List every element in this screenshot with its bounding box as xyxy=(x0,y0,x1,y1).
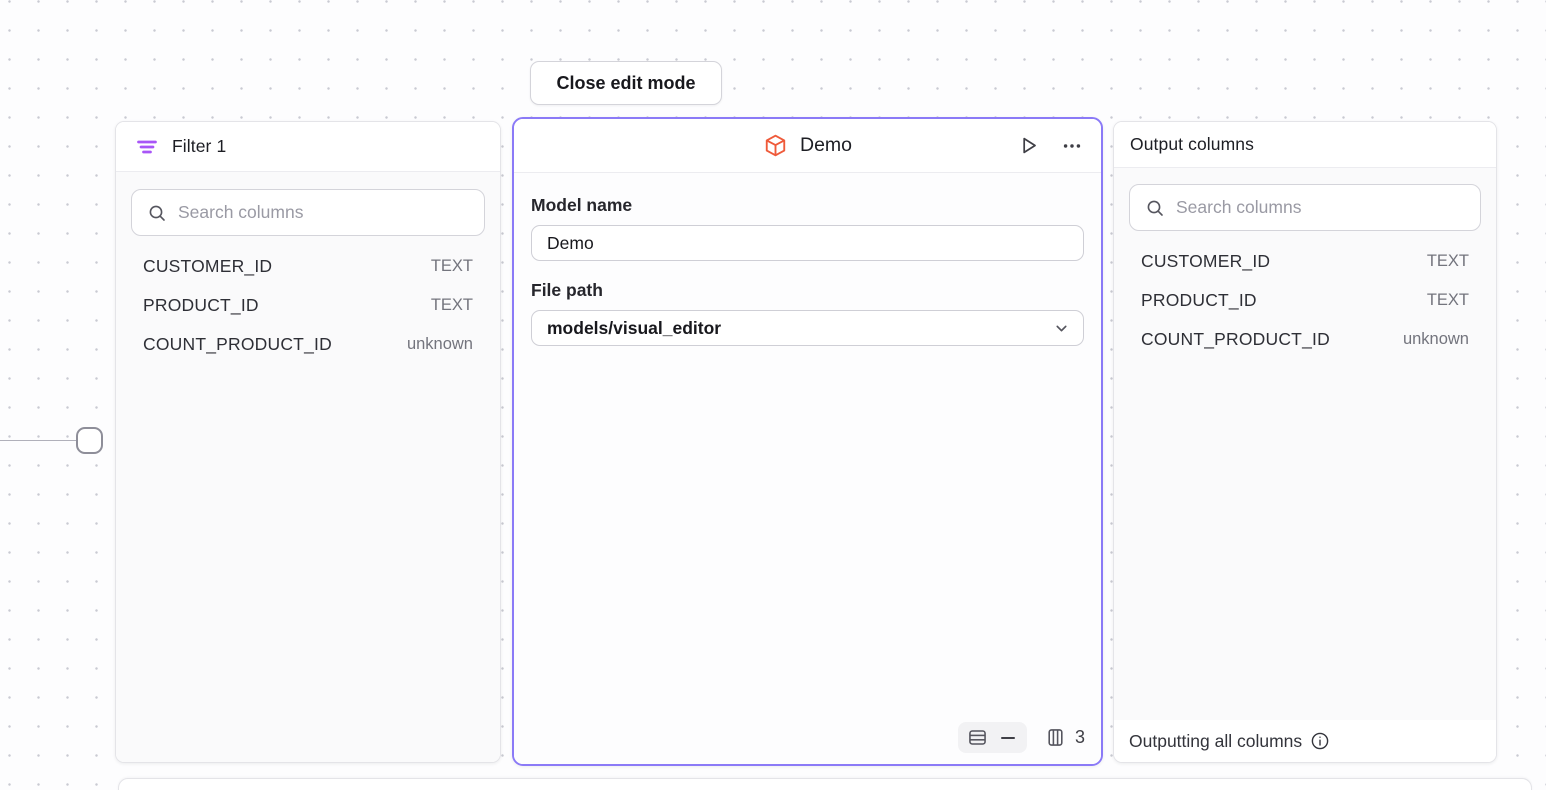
column-count-stat[interactable]: 3 xyxy=(1045,727,1085,748)
output-panel-header: Output columns xyxy=(1114,122,1496,168)
column-type: TEXT xyxy=(1426,291,1469,309)
column-type: unknown xyxy=(406,335,473,353)
column-count-value: 3 xyxy=(1074,727,1085,747)
output-column-list: CUSTOMER_ID TEXT PRODUCT_ID TEXT COUNT_P… xyxy=(1129,242,1481,359)
column-name: PRODUCT_ID xyxy=(143,295,259,315)
filter-panel-title: Filter 1 xyxy=(172,136,227,156)
close-edit-mode-button[interactable]: Close edit mode xyxy=(530,61,722,105)
search-icon xyxy=(1145,198,1165,218)
filter-column-list: CUSTOMER_ID TEXT PRODUCT_ID TEXT COUNT_P… xyxy=(131,247,485,364)
run-model-button[interactable] xyxy=(1015,132,1042,159)
info-icon[interactable] xyxy=(1310,731,1330,751)
table-columns-icon xyxy=(1045,727,1066,748)
column-name: PRODUCT_ID xyxy=(1141,290,1257,310)
filter-panel-header: Filter 1 xyxy=(116,122,500,172)
filter-panel-body: CUSTOMER_ID TEXT PRODUCT_ID TEXT COUNT_P… xyxy=(116,172,500,762)
column-type: TEXT xyxy=(430,296,473,314)
column-name: CUSTOMER_ID xyxy=(1141,251,1271,271)
output-columns-panel[interactable]: Output columns CUSTOMER_ID TEXT PRODU xyxy=(1113,121,1497,763)
column-type: unknown xyxy=(1402,330,1469,348)
output-panel-footer: Outputting all columns xyxy=(1114,720,1496,762)
chevron-down-icon xyxy=(1053,320,1070,337)
column-type: TEXT xyxy=(430,257,473,275)
results-panel-top-edge[interactable] xyxy=(118,778,1532,790)
model-name-input[interactable] xyxy=(531,225,1084,261)
column-name: COUNT_PRODUCT_ID xyxy=(1141,329,1330,349)
column-row[interactable]: COUNT_PRODUCT_ID unknown xyxy=(131,325,485,364)
column-row[interactable]: CUSTOMER_ID TEXT xyxy=(131,247,485,286)
model-cube-icon xyxy=(763,133,788,158)
minus-icon xyxy=(998,728,1018,748)
column-type: TEXT xyxy=(1426,252,1469,270)
row-count-stat[interactable] xyxy=(957,722,1027,753)
edge-connector-line xyxy=(0,440,77,441)
column-row[interactable]: COUNT_PRODUCT_ID unknown xyxy=(1129,320,1481,359)
column-row[interactable]: CUSTOMER_ID TEXT xyxy=(1129,242,1481,281)
column-row[interactable]: PRODUCT_ID TEXT xyxy=(1129,281,1481,320)
output-search-input[interactable] xyxy=(1176,197,1465,218)
file-path-select[interactable]: models/visual_editor xyxy=(531,310,1084,346)
table-rows-icon xyxy=(967,727,988,748)
filter-search-input[interactable] xyxy=(178,202,469,223)
model-name-label: Model name xyxy=(531,195,633,215)
filter-node-panel[interactable]: Filter 1 CUSTOMER_ID TEXT PRODUCT_ID xyxy=(115,121,501,763)
file-path-label: File path xyxy=(531,280,603,300)
model-panel-body: Model name File path models/visual_edito… xyxy=(514,173,1101,764)
edge-connector-handle[interactable] xyxy=(76,427,103,454)
file-path-value: models/visual_editor xyxy=(547,317,722,338)
search-icon xyxy=(147,203,167,223)
output-panel-title: Output columns xyxy=(1130,134,1254,154)
filter-icon xyxy=(135,135,159,159)
column-name: CUSTOMER_ID xyxy=(143,256,273,276)
more-options-button[interactable] xyxy=(1059,133,1085,159)
filter-search-box[interactable] xyxy=(131,189,485,236)
column-name: COUNT_PRODUCT_ID xyxy=(143,334,332,354)
ellipsis-icon xyxy=(1061,135,1083,157)
output-search-box[interactable] xyxy=(1129,184,1481,231)
model-stats-bar: 3 xyxy=(957,722,1085,753)
model-panel-header: Demo xyxy=(514,119,1101,173)
column-row[interactable]: PRODUCT_ID TEXT xyxy=(131,286,485,325)
play-icon xyxy=(1017,134,1040,157)
model-panel-title: Demo xyxy=(799,134,853,156)
output-footer-text: Outputting all columns xyxy=(1129,730,1303,751)
model-node-panel[interactable]: Demo Mod xyxy=(512,117,1103,766)
output-panel-body: CUSTOMER_ID TEXT PRODUCT_ID TEXT COUNT_P… xyxy=(1114,168,1496,720)
